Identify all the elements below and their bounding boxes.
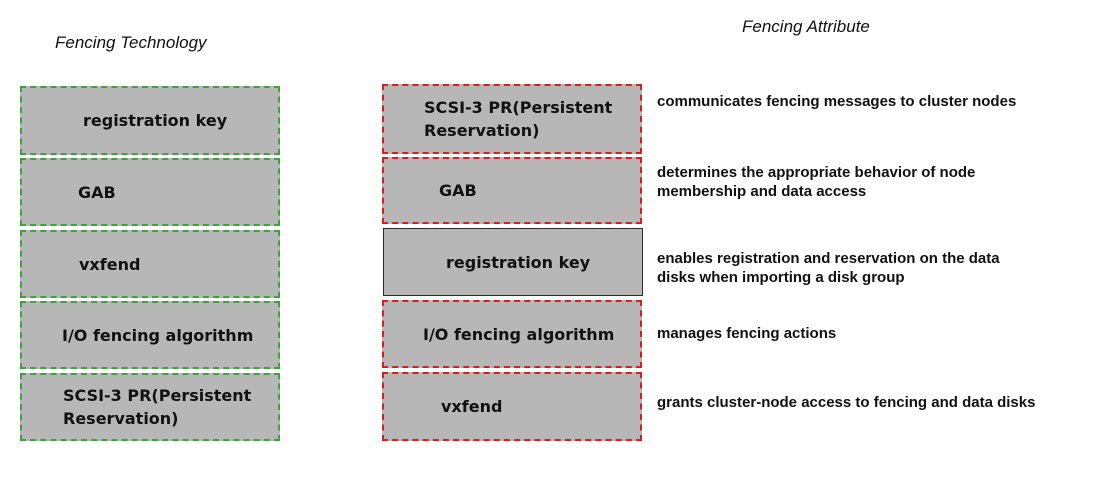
answer-slot-label: I/O fencing algorithm: [423, 324, 615, 344]
fencing-attribute-heading: Fencing Attribute: [742, 17, 870, 36]
answer-slot-label: SCSI-3 PR(Persistent Reservation): [424, 98, 613, 140]
answer-slot-label: registration key: [446, 252, 591, 272]
technology-item-label: registration key: [83, 111, 228, 130]
answer-slot-registration-key[interactable]: registration key: [383, 228, 643, 296]
attribute-description: grants cluster-node access to fencing an…: [657, 394, 1036, 411]
answer-slot-label: vxfend: [441, 397, 503, 416]
attribute-description: manages fencing actions: [657, 325, 837, 342]
attribute-description: enables registration and reservation on …: [657, 250, 1000, 286]
technology-item-label: GAB: [78, 182, 116, 202]
technology-item-gab[interactable]: GAB: [20, 158, 280, 226]
answer-slot-label: GAB: [439, 181, 477, 200]
technology-item-vxfend[interactable]: vxfend: [20, 230, 280, 298]
attribute-description: determines the appropriate behavior of n…: [657, 164, 976, 200]
technology-item-label: I/O fencing algorithm: [62, 325, 254, 345]
answer-slot-vxfend[interactable]: vxfend: [382, 372, 642, 441]
fencing-technology-heading: Fencing Technology: [55, 33, 207, 52]
technology-item-io-fencing-algorithm[interactable]: I/O fencing algorithm: [20, 301, 280, 369]
answer-slot-gab[interactable]: GAB: [382, 157, 642, 224]
technology-item-label: SCSI-3 PR(Persistent Reservation): [63, 386, 252, 428]
answer-slot-io-fencing-algorithm[interactable]: I/O fencing algorithm: [382, 300, 642, 368]
technology-item-scsi3-pr[interactable]: SCSI-3 PR(Persistent Reservation): [20, 373, 280, 441]
answer-slot-scsi3-pr[interactable]: SCSI-3 PR(Persistent Reservation): [382, 84, 642, 154]
technology-item-registration-key[interactable]: registration key: [20, 86, 280, 155]
technology-item-label: vxfend: [79, 254, 141, 274]
attribute-description: communicates fencing messages to cluster…: [657, 93, 1017, 110]
